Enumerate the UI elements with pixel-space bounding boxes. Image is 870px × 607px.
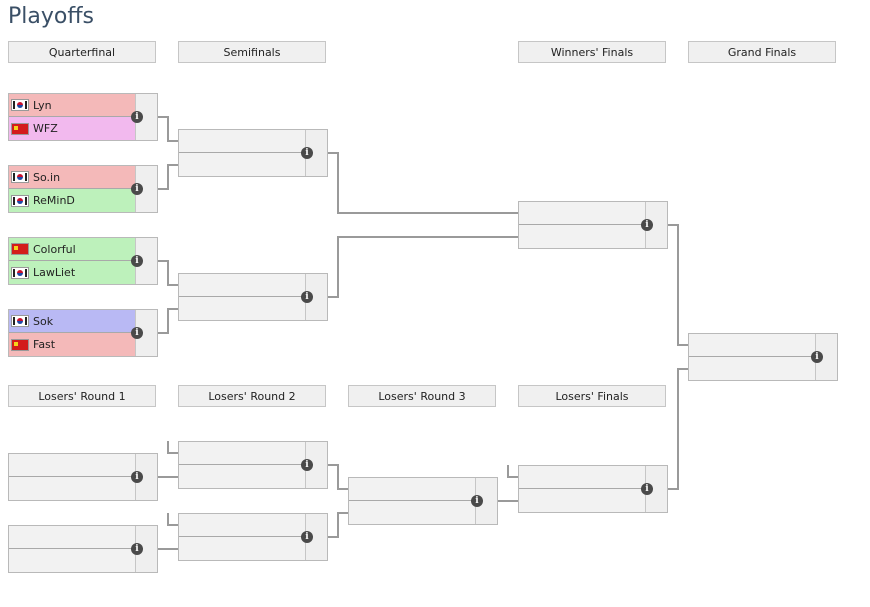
semifinal-match-2[interactable]: i (178, 273, 328, 321)
header-losers-round-1: Losers' Round 1 (8, 385, 156, 407)
kr-flag-icon (11, 266, 29, 279)
connector-lf-stub (507, 465, 518, 478)
connector-qf2-sf1 (158, 164, 178, 190)
match-divider (519, 224, 667, 225)
match-divider (179, 296, 327, 297)
connector-qf3-sf2 (158, 260, 178, 286)
connector-lr2a-stub (167, 441, 178, 454)
info-icon[interactable]: i (131, 543, 143, 555)
header-quarterfinal: Quarterfinal (8, 41, 156, 63)
match-divider (179, 536, 327, 537)
player-name: Sok (33, 314, 54, 328)
connector-lr2b-lr3 (328, 512, 348, 538)
semifinal-match-1[interactable]: i (178, 129, 328, 177)
match-divider (349, 500, 497, 501)
match-slot[interactable]: LawLiet (9, 261, 136, 284)
match-slot[interactable]: Sok (9, 310, 136, 333)
info-icon[interactable]: i (811, 351, 823, 363)
connector-lf-gf (668, 368, 688, 490)
info-icon[interactable]: i (301, 459, 313, 471)
kr-flag-icon (11, 99, 29, 111)
info-icon[interactable]: i (301, 291, 313, 303)
info-icon[interactable]: i (131, 255, 143, 267)
match-divider (179, 464, 327, 465)
cn-flag-icon (11, 122, 29, 135)
cn-flag-icon (11, 243, 29, 255)
losers-round-3-match[interactable]: i (348, 477, 498, 525)
header-losers-round-2: Losers' Round 2 (178, 385, 326, 407)
info-icon[interactable]: i (131, 471, 143, 483)
connector-lr2b-stub (167, 513, 178, 526)
winners-finals-match[interactable]: i (518, 201, 668, 249)
player-name: Lyn (33, 98, 52, 112)
losers-round-2-match-2[interactable]: i (178, 513, 328, 561)
header-winners-finals: Winners' Finals (518, 41, 666, 63)
info-icon[interactable]: i (131, 183, 143, 195)
quarterfinal-match-2[interactable]: So.in ReMinD i (8, 165, 158, 213)
info-icon[interactable]: i (641, 483, 653, 495)
connector-sf1-wf (328, 152, 518, 214)
match-slot[interactable]: ReMinD (9, 189, 136, 212)
player-name: Colorful (33, 242, 76, 256)
kr-flag-icon (11, 315, 29, 327)
match-slot[interactable]: Fast (9, 333, 136, 356)
quarterfinal-match-1[interactable]: Lyn WFZ i (8, 93, 158, 141)
match-divider (519, 488, 667, 489)
losers-round-1-match-1[interactable]: i (8, 453, 158, 501)
kr-flag-icon (11, 171, 29, 183)
quarterfinal-match-3[interactable]: Colorful LawLiet i (8, 237, 158, 285)
match-slot[interactable]: So.in (9, 166, 136, 189)
page-title: Playoffs (8, 4, 94, 29)
match-divider (9, 548, 157, 549)
match-slot[interactable]: Lyn (9, 94, 136, 117)
quarterfinal-match-4[interactable]: Sok Fast i (8, 309, 158, 357)
connector-wf-gf (668, 224, 688, 346)
info-icon[interactable]: i (131, 327, 143, 339)
losers-finals-match[interactable]: i (518, 465, 668, 513)
connector-qf1-sf1 (158, 116, 178, 142)
info-icon[interactable]: i (301, 531, 313, 543)
player-name: LawLiet (33, 266, 76, 279)
info-icon[interactable]: i (471, 495, 483, 507)
kr-flag-icon (11, 194, 29, 207)
connector-lr2a-lr3 (328, 464, 348, 490)
header-losers-finals: Losers' Finals (518, 385, 666, 407)
cn-flag-icon (11, 338, 29, 351)
grand-finals-match[interactable]: i (688, 333, 838, 381)
player-name: WFZ (33, 122, 58, 135)
connector-qf4-sf2 (158, 308, 178, 334)
info-icon[interactable]: i (131, 111, 143, 123)
match-divider (179, 152, 327, 153)
info-icon[interactable]: i (301, 147, 313, 159)
match-divider (9, 476, 157, 477)
losers-round-2-match-1[interactable]: i (178, 441, 328, 489)
match-divider (689, 356, 837, 357)
header-semifinals: Semifinals (178, 41, 326, 63)
player-name: ReMinD (33, 194, 75, 207)
player-name: Fast (33, 338, 56, 351)
info-icon[interactable]: i (641, 219, 653, 231)
player-name: So.in (33, 170, 61, 184)
header-grand-finals: Grand Finals (688, 41, 836, 63)
losers-round-1-match-2[interactable]: i (8, 525, 158, 573)
connector-sf2-wf (328, 236, 518, 298)
match-slot[interactable]: WFZ (9, 117, 136, 140)
header-losers-round-3: Losers' Round 3 (348, 385, 496, 407)
match-slot[interactable]: Colorful (9, 238, 136, 261)
